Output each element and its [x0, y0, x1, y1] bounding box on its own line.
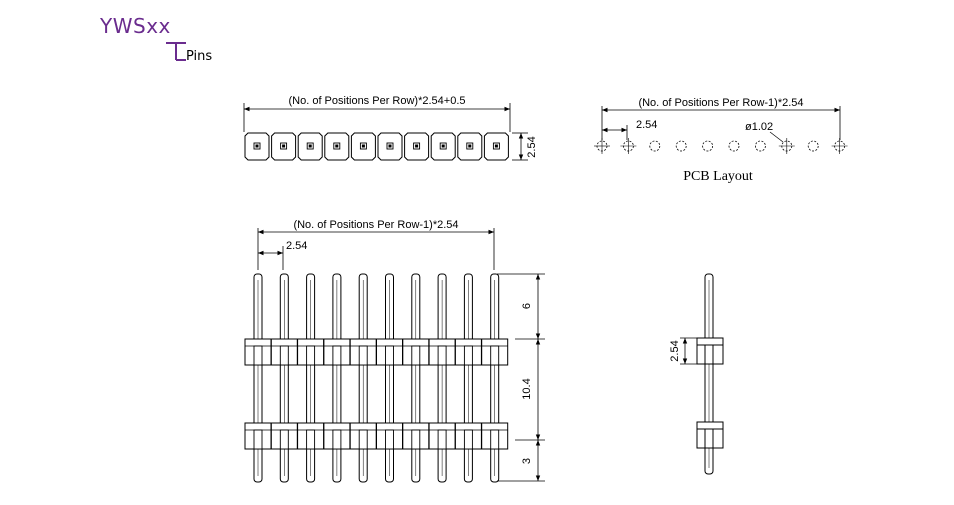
- front-pitch-formula: (No. of Positions Per Row-1)*2.54: [293, 219, 458, 231]
- top-cell: [271, 132, 297, 161]
- front-pitch-label: 2.54: [286, 240, 307, 252]
- top-length-label: (No. of Positions Per Row)*2.54+0.5: [288, 95, 465, 107]
- front-pin: [270, 273, 298, 483]
- model-title: YWSxx: [100, 14, 171, 38]
- front-pin: [244, 273, 272, 483]
- side-height-label: 2.54: [669, 340, 681, 361]
- front-view: (No. of Positions Per Row-1)*2.54 2.54 6…: [244, 219, 545, 483]
- top-cell: [244, 132, 270, 161]
- top-height-label: 2.54: [526, 136, 538, 157]
- front-pin: [454, 273, 482, 483]
- pcb-hole: [675, 140, 687, 152]
- pcb-hole: [594, 138, 610, 154]
- front-pin: [481, 273, 509, 483]
- top-cell: [457, 132, 483, 161]
- pcb-hole-label: ø1.02: [745, 121, 773, 133]
- front-pin: [376, 273, 403, 483]
- pcb-pitch-label: 2.54: [636, 119, 657, 131]
- front-pin: [402, 273, 430, 483]
- model-suffix: xx: [146, 14, 171, 38]
- front-pin: [428, 273, 456, 483]
- top-view: (No. of Positions Per Row)*2.54+0.5 2.54: [243, 95, 538, 161]
- front-pins: [244, 273, 509, 483]
- pcb-hole: [778, 138, 795, 154]
- lower-pin-label: 3: [521, 458, 533, 464]
- model-prefix: YWS: [100, 14, 147, 38]
- top-cells: [244, 132, 509, 161]
- pcb-hole: [831, 138, 848, 154]
- top-cell: [297, 132, 323, 161]
- front-pin: [323, 273, 351, 483]
- pcb-holes: [594, 138, 848, 154]
- pcb-hole: [807, 140, 819, 152]
- top-cell: [483, 132, 509, 161]
- front-pin: [349, 273, 377, 483]
- upper-pin-label: 6: [521, 303, 533, 309]
- pcb-caption: PCB Layout: [683, 169, 753, 184]
- pins-bracket: [166, 42, 186, 61]
- top-cell: [430, 132, 456, 161]
- side-view: [680, 273, 724, 475]
- body-length-label: 10.4: [521, 378, 533, 399]
- pcb-layout: (No. of Positions Per Row-1)*2.54 2.54 ø…: [594, 97, 848, 184]
- pcb-hole: [755, 140, 766, 152]
- pcb-pitch-formula: (No. of Positions Per Row-1)*2.54: [638, 97, 803, 109]
- top-cell: [324, 132, 350, 161]
- pcb-hole: [702, 140, 713, 152]
- pins-label: Pins: [186, 49, 213, 64]
- top-cell: [404, 132, 430, 161]
- pcb-hole: [620, 138, 637, 154]
- pcb-hole: [728, 140, 740, 152]
- front-pin: [297, 273, 325, 483]
- top-cell: [377, 132, 403, 161]
- top-cell: [350, 132, 376, 161]
- pcb-hole: [649, 140, 661, 152]
